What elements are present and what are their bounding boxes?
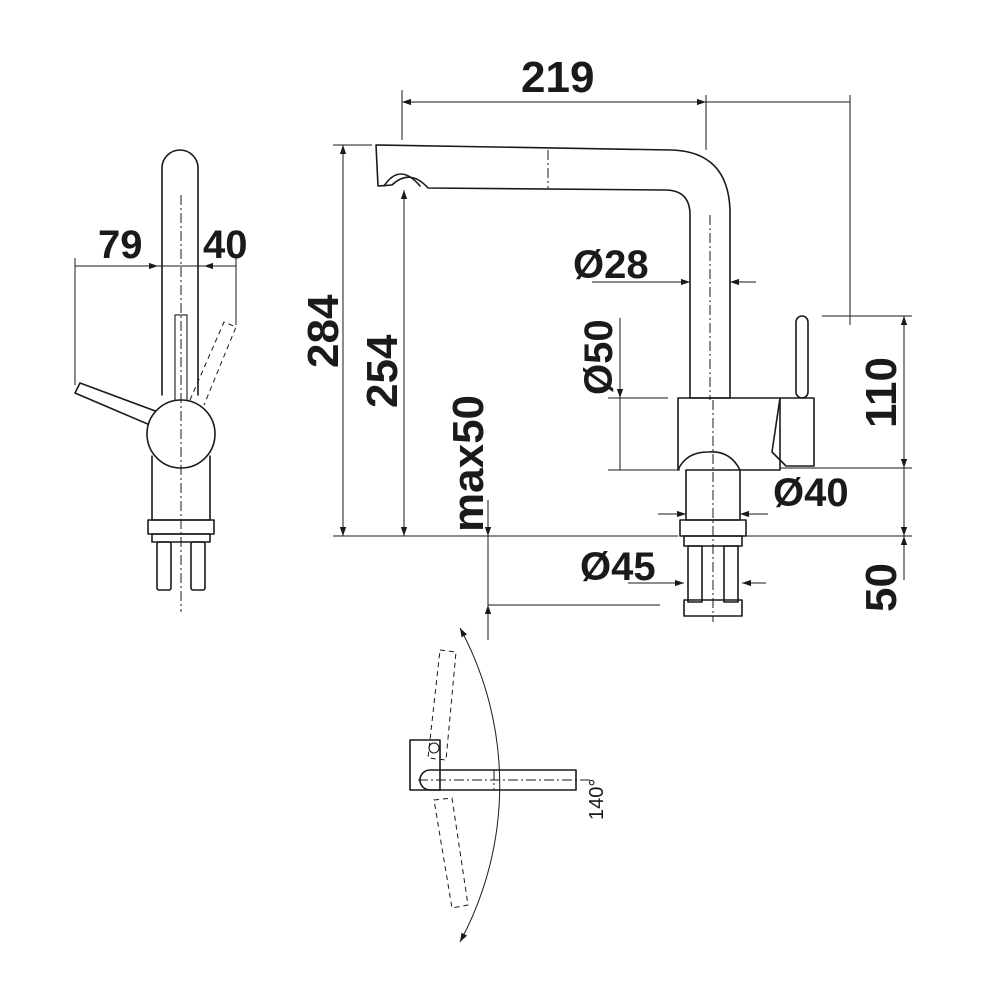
- dim-219-label: 219: [521, 53, 594, 102]
- side-view-lever-alt: [189, 321, 237, 406]
- side-view-lever-left: [74, 382, 159, 426]
- front-view-lever-rod: [795, 315, 809, 399]
- side-view-spout: [161, 149, 199, 396]
- swivel-angle-label: 140°: [586, 779, 608, 820]
- dim-40b-label: Ø40: [773, 471, 849, 515]
- top-view-spout-alt-lower: [433, 797, 469, 909]
- top-view-spout: [419, 769, 577, 791]
- front-view-body: [677, 397, 781, 471]
- dim-40-label: 40: [203, 223, 248, 267]
- dim-79-label: 79: [98, 223, 143, 267]
- dim-284-label: 284: [299, 294, 348, 368]
- dim-110-label: 110: [857, 357, 906, 428]
- front-view-spout: [375, 144, 731, 399]
- side-view: 79 40: [74, 149, 248, 612]
- top-view-lever: [428, 742, 440, 754]
- dim-max50-label: max50: [444, 395, 493, 532]
- top-view-spout-alt-upper: [427, 649, 457, 761]
- front-view: 219 284 254 max50 Ø28 Ø50 Ø40 Ø45: [299, 53, 912, 640]
- dim-45-label: Ø45: [580, 545, 656, 589]
- top-view: 140°: [409, 627, 608, 943]
- dim-50b-label: 50: [857, 563, 906, 612]
- top-view-body: [409, 739, 441, 791]
- front-view-aerator: [383, 173, 421, 187]
- front-view-lever-housing: [771, 397, 815, 467]
- front-view-pipe-2: [723, 545, 739, 603]
- side-view-pipe-left: [156, 541, 172, 591]
- side-view-pipe-right: [190, 541, 206, 591]
- swivel-arc: [459, 627, 501, 943]
- dim-50-label: Ø50: [577, 319, 621, 395]
- dim-28-label: Ø28: [573, 243, 649, 287]
- dim-254-label: 254: [358, 334, 407, 408]
- front-view-pipe-1: [687, 545, 703, 603]
